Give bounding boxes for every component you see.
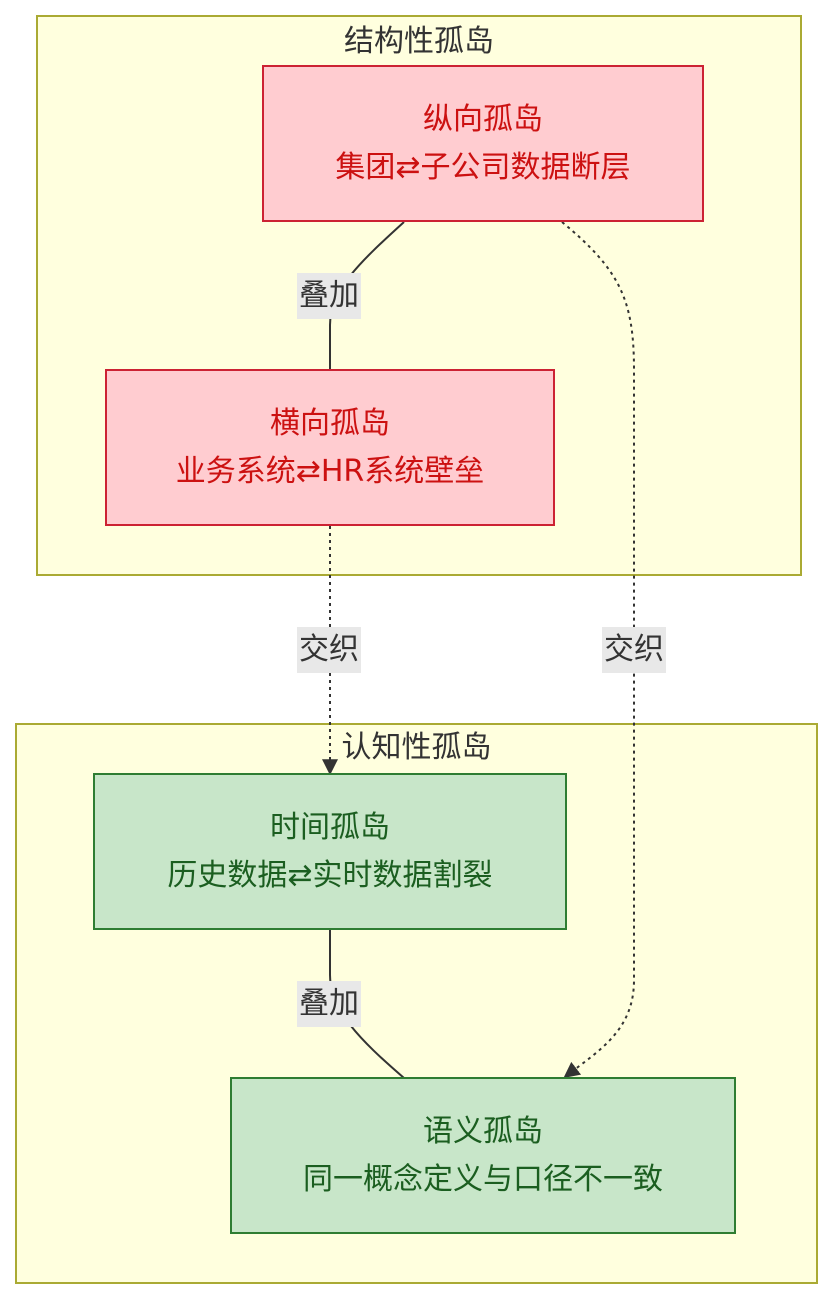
cluster-title-cognitive: 认知性孤岛 — [341, 730, 492, 765]
edge-label-horizontal-temporal: 交织 — [297, 627, 361, 673]
node-vertical-island-title: 纵向孤岛 — [423, 101, 543, 137]
edge-vertical-semantic — [561, 221, 635, 1078]
node-semantic-island-title: 语义孤岛 — [423, 1113, 543, 1149]
node-semantic-island-desc: 同一概念定义与口径不一致 — [303, 1161, 663, 1197]
node-temporal-island[interactable]: 时间孤岛 历史数据⇄实时数据割裂 — [93, 773, 567, 930]
edge-label-temporal-semantic: 叠加 — [297, 981, 361, 1027]
node-temporal-island-desc: 历史数据⇄实时数据割裂 — [167, 857, 493, 893]
edge-label-vertical-semantic: 交织 — [602, 627, 666, 673]
node-horizontal-island-title: 横向孤岛 — [270, 405, 390, 441]
node-horizontal-island-desc: 业务系统⇄HR系统壁垒 — [175, 453, 485, 489]
node-temporal-island-title: 时间孤岛 — [270, 809, 390, 845]
cluster-title-structural: 结构性孤岛 — [344, 24, 494, 59]
node-vertical-island[interactable]: 纵向孤岛 集团⇄子公司数据断层 — [262, 65, 704, 222]
node-horizontal-island[interactable]: 横向孤岛 业务系统⇄HR系统壁垒 — [105, 369, 555, 526]
node-semantic-island[interactable]: 语义孤岛 同一概念定义与口径不一致 — [230, 1077, 736, 1234]
edge-label-vertical-horizontal: 叠加 — [297, 273, 361, 319]
node-vertical-island-desc: 集团⇄子公司数据断层 — [335, 149, 631, 185]
